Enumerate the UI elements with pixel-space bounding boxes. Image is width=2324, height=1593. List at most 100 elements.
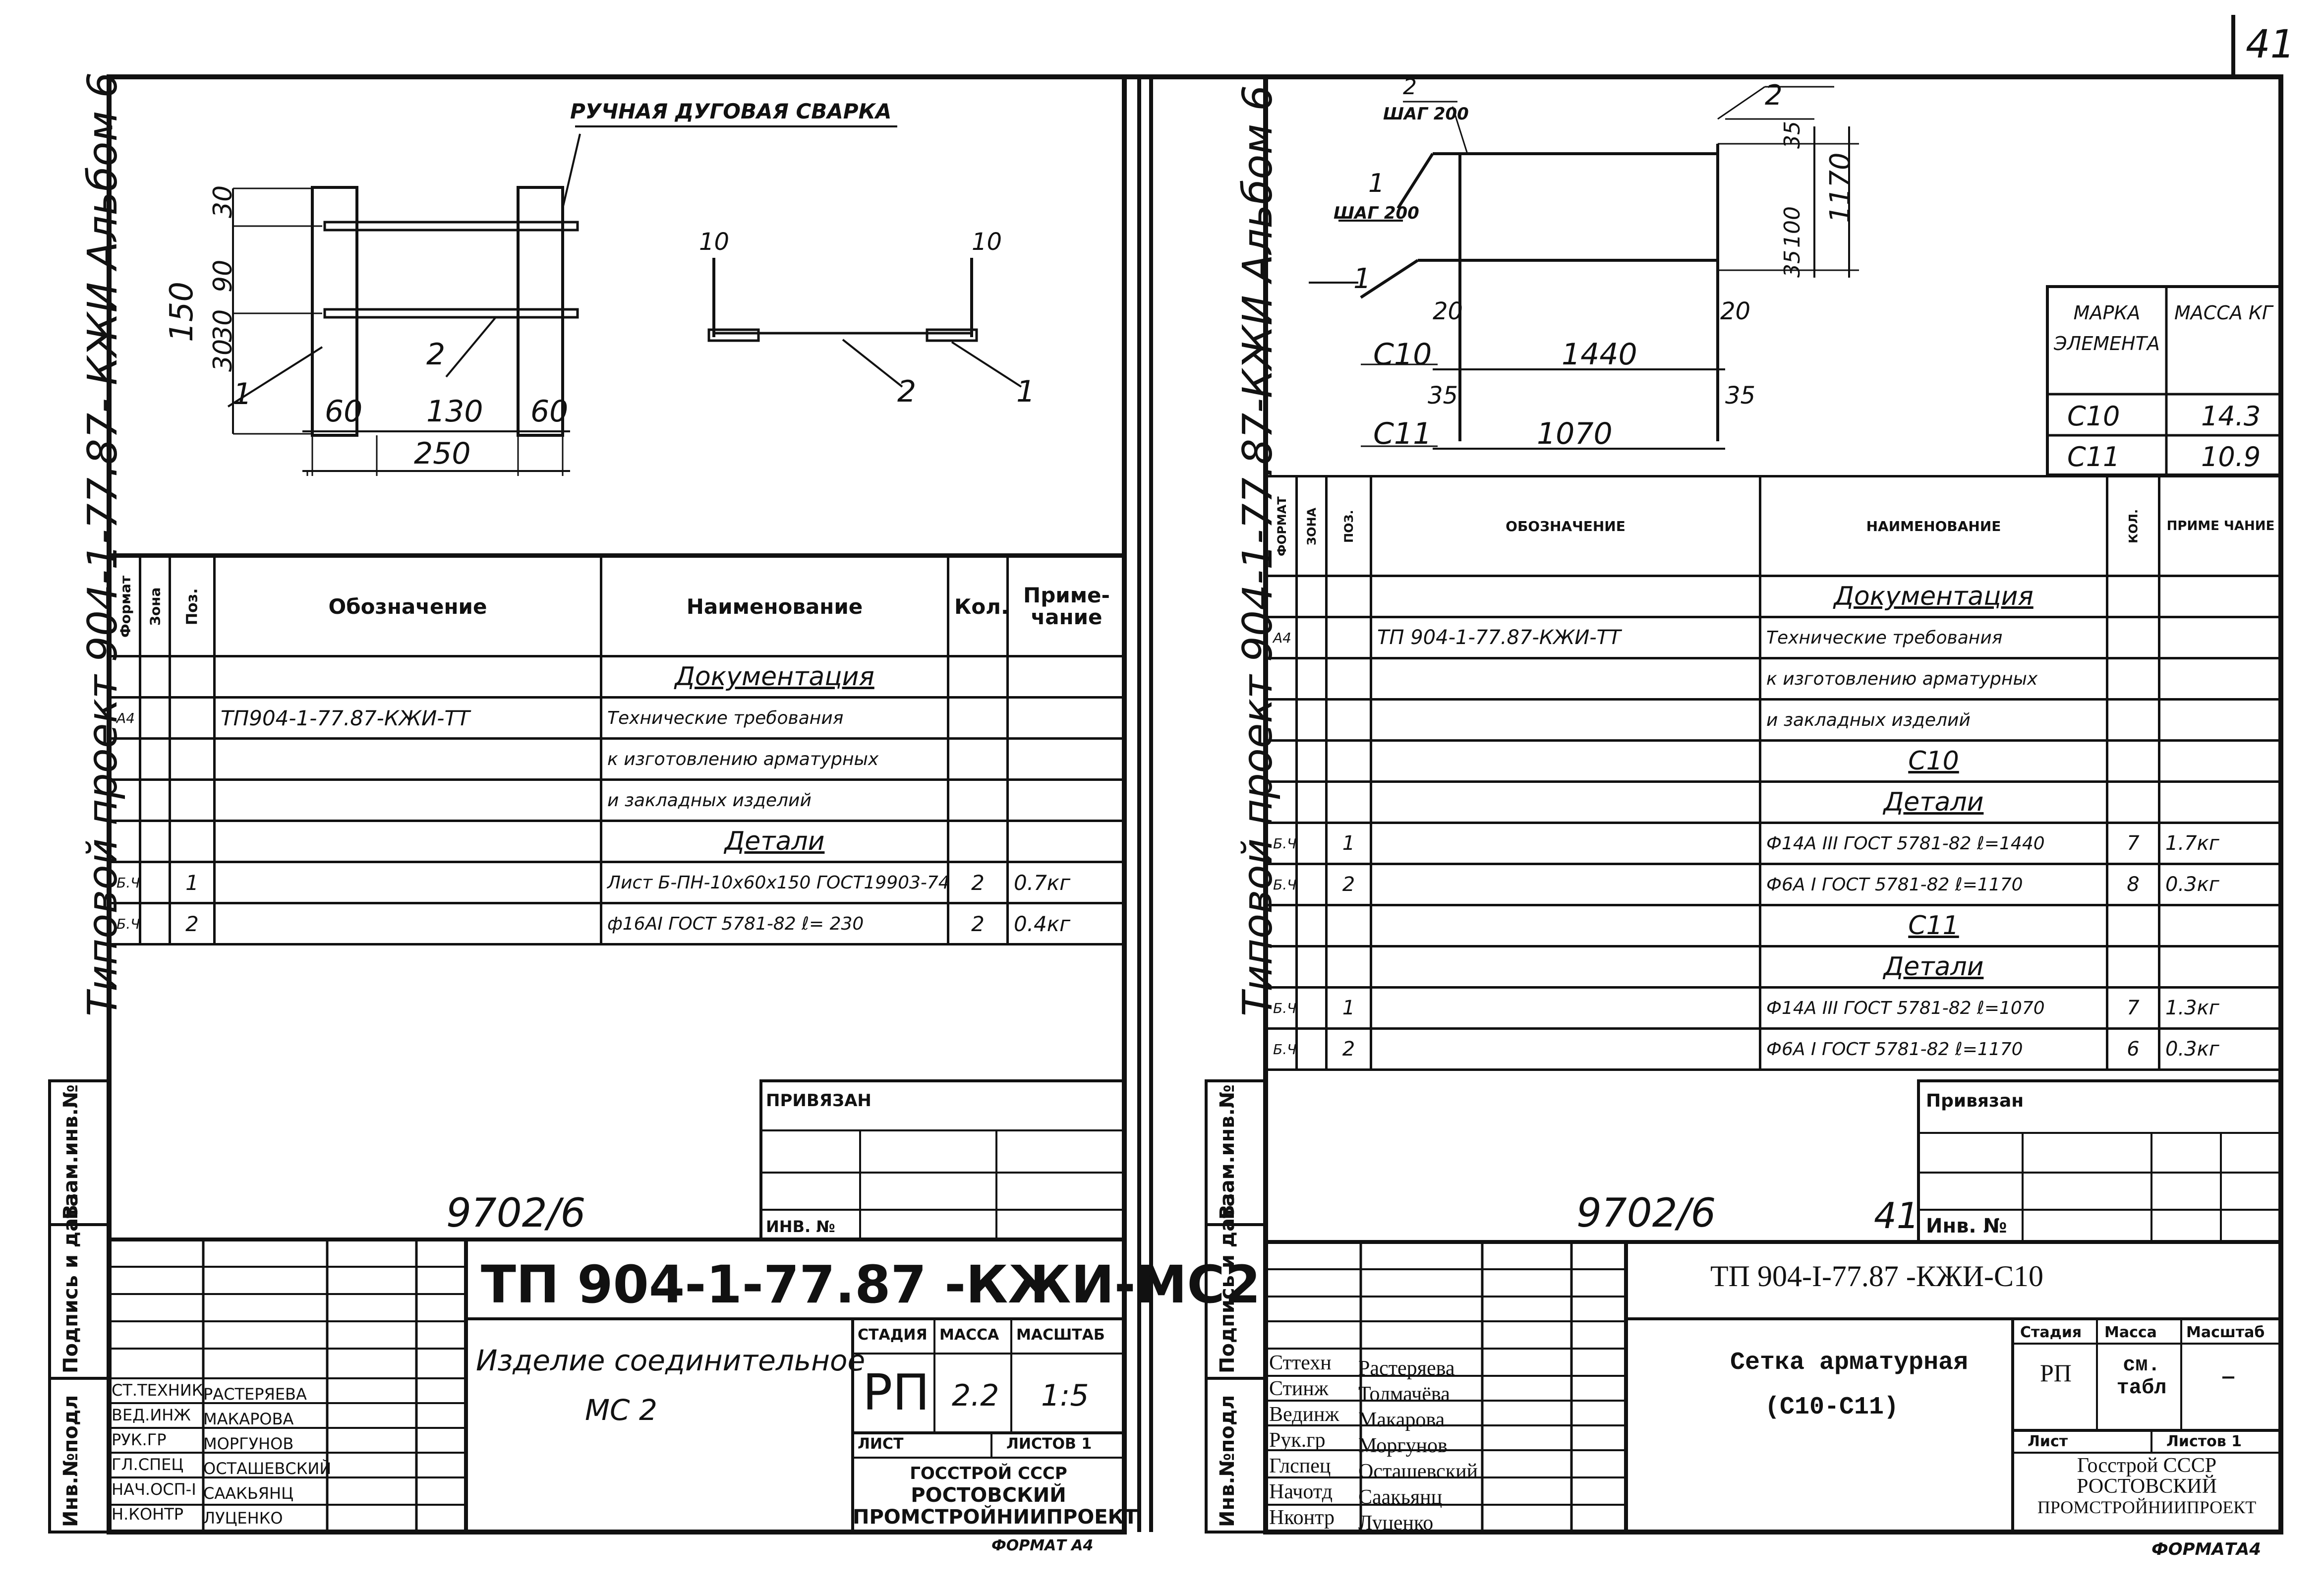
spec-cell-note [1006, 820, 1127, 863]
r-dim-1070: 1070 [1537, 416, 1613, 451]
signer-role: Нконтр [1269, 1506, 1335, 1529]
spec-cell-format: А4 [109, 696, 141, 740]
spec-cell-zone [139, 696, 171, 740]
signer-name: Растеряева [1358, 1357, 1455, 1380]
stage-label-right: Стадия [2020, 1324, 2082, 1341]
spec-cell-note: 0.3кг [2158, 863, 2283, 906]
hdr-pos: Поз. [170, 556, 215, 656]
spec-cell-format [1266, 739, 1298, 783]
spec-cell-qty: 7 [2106, 986, 2160, 1030]
r-label-2-top-left: 2 [1403, 74, 1417, 100]
spec-cell-designation [1370, 822, 1761, 865]
spec-row: Документация [1266, 575, 2283, 618]
spec-cell-note [2158, 739, 2283, 783]
spec-cell-zone [139, 861, 171, 904]
spec-cell-pos: 2 [1325, 863, 1372, 906]
spec-cell-name: Ф6А I ГОСТ 5781-82 ℓ=1170 [1759, 1027, 2108, 1071]
org-left-line3: ПРОМСТРОЙНИИПРОЕКТ [853, 1506, 1138, 1529]
spec-cell-zone [1295, 986, 1328, 1030]
spec-cell-designation: ТП 904-1-77.87-КЖИ-ТТ [1370, 616, 1761, 659]
spec-cell-zone [1295, 780, 1328, 824]
r-dim-1170: 1170 [1824, 152, 1857, 223]
spec-cell-name: С11 [1759, 904, 2108, 947]
spec-cell-qty [2106, 575, 2160, 618]
weld-note: РУЧНАЯ ДУГОВАЯ СВАРКА [570, 99, 892, 123]
item-subtitle-left: МС 2 [585, 1393, 657, 1427]
spec-cell-format: А4 [1266, 616, 1298, 659]
stage-label-left: СТАДИЯ [858, 1326, 928, 1344]
spec-cell-format [1266, 904, 1298, 947]
spec-cell-name: Детали [600, 820, 949, 863]
spec-cell-pos [169, 737, 216, 781]
signer-role: РУК.ГР [112, 1430, 167, 1449]
spec-cell-name: Лист Б-ПН-10х60х150 ГОСТ19903-74* / ВСт3… [600, 861, 949, 904]
spec-cell-name: С10 [1759, 739, 2108, 783]
dim-30-bot: 30 [208, 339, 238, 372]
spec-cell-note [2158, 657, 2283, 701]
spec-cell-format: Б.Ч [109, 861, 141, 904]
signer-name: РАСТЕРЯЕВА [203, 1385, 307, 1404]
spec-cell-zone [1295, 739, 1328, 783]
format-right: ФОРМАТА4 [2151, 1539, 2261, 1559]
mass-table-mass-c10: 14.3 [2201, 401, 2261, 432]
sheets-label-right: Листов 1 [2166, 1433, 2242, 1450]
org-right: Госстрой СССР РОСТОВСКИЙ ПРОМСТРОЙНИИПРО… [2013, 1455, 2281, 1518]
signer-role: Глспец [1269, 1455, 1331, 1477]
signer-name: Моргунов [1358, 1434, 1448, 1457]
spec-cell-zone [1295, 1027, 1328, 1071]
org-right-line1: Госстрой СССР [2077, 1454, 2217, 1477]
signer-row: СТ.ТЕХНИКРАСТЕРЯЕВА [112, 1381, 307, 1404]
signer-name: ЛУЦЕНКО [203, 1509, 283, 1528]
spec-cell-zone [1295, 616, 1328, 659]
spec-cell-designation [1370, 657, 1761, 701]
r-dim-20-right: 20 [1720, 297, 1751, 325]
spec-cell-pos [169, 820, 216, 863]
spec-cell-pos [1325, 616, 1372, 659]
spec-cell-note [2158, 780, 2283, 824]
spec-cell-name: к изготовлению арматурных [600, 737, 949, 781]
spec-cell-note [1006, 778, 1127, 822]
spec-cell-name: Документация [600, 655, 949, 699]
hdr-name: Наименование [600, 555, 949, 657]
spec-cell-qty [2106, 904, 2160, 947]
dim-150: 150 [164, 281, 200, 342]
hdr-qty: Кол. [947, 555, 1009, 657]
spec-cell-designation [1370, 863, 1761, 906]
item-title-right: Сетка арматурная [1730, 1349, 1969, 1377]
spec-cell-qty [2106, 780, 2160, 824]
org-left-line2: РОСТОВСКИЙ [911, 1484, 1066, 1507]
spec-cell-pos: 2 [169, 902, 216, 945]
spec-cell-zone [1295, 945, 1328, 989]
spec-cell-zone [1295, 657, 1328, 701]
signer-name: Толмачёва [1358, 1383, 1450, 1406]
stamp-label-inv-right: Инв.№подл [1216, 1395, 1239, 1527]
format-left: ФОРМАТ А4 [991, 1537, 1094, 1554]
spec-cell-designation [213, 902, 602, 945]
spec-cell-qty [947, 737, 1009, 781]
r-hdr-format: ФОРМАТ [1267, 476, 1297, 576]
scale-right: – [2221, 1358, 2236, 1393]
spec-cell-note [2158, 575, 2283, 618]
stamp-label-inv-left: Инв.№подл [59, 1395, 82, 1527]
spec-cell-qty [947, 655, 1009, 699]
spec-cell-format [109, 737, 141, 781]
sheet-mark-right: 41 [1874, 1195, 1919, 1237]
dim-130: 130 [426, 394, 483, 429]
doc-code-right: ТП 904-I-77.87 -КЖИ-С10 [1710, 1260, 2044, 1293]
spec-cell-note [1006, 696, 1127, 740]
r-mark-c10: С10 [1373, 337, 1432, 372]
spec-cell-zone [139, 820, 171, 863]
signer-role: Вединж [1269, 1403, 1339, 1426]
section-dim-10-left: 10 [699, 228, 730, 256]
spec-cell-format: Б.Ч [109, 902, 141, 945]
spec-cell-qty [2106, 657, 2160, 701]
callout-2: 2 [426, 337, 446, 372]
spec-cell-name: к изготовлению арматурных [1759, 657, 2108, 701]
signer-name: Осташевский [1358, 1460, 1478, 1483]
